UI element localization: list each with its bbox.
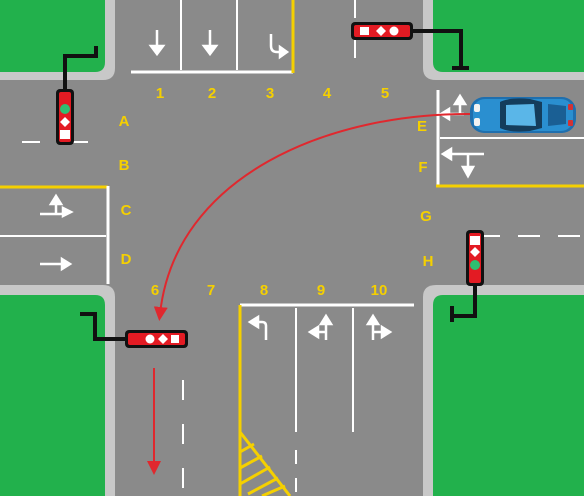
signal-pole: [63, 46, 98, 92]
arrow-straight-right-icon: [365, 313, 393, 340]
signal-pole: [80, 312, 126, 341]
lane-label-2: 2: [208, 85, 216, 102]
lane-label-1: 1: [156, 85, 164, 102]
turn-route-arrow: [153, 112, 475, 321]
arrow-left-turn-icon: [247, 314, 268, 340]
square-light-icon: [60, 130, 70, 139]
lane-label-4: 4: [323, 85, 332, 102]
west-lane-labels: A B C D: [119, 113, 132, 268]
yellow-hatched-area: [238, 431, 292, 498]
arrow-straight-left-icon: [307, 313, 334, 340]
grass-ne: [433, 0, 584, 72]
grass-sw: [0, 295, 105, 496]
lane-label-9: 9: [317, 282, 325, 299]
arrow-down-icon: [148, 30, 166, 57]
traffic-signal-se: [450, 230, 484, 322]
lane-label-G: G: [420, 208, 432, 225]
circle-light-icon: [389, 26, 399, 36]
traffic-signal-sw: [80, 312, 188, 348]
lane-label-6: 6: [151, 282, 159, 299]
north-lane-markings: [131, 0, 356, 74]
arrow-right-icon: [40, 256, 73, 272]
signal-pole: [452, 283, 477, 318]
south-lane-labels: 6 7 8 9 10: [151, 282, 388, 299]
lane-label-D: D: [121, 251, 132, 268]
lane-label-H: H: [423, 253, 434, 270]
arrow-down-icon: [201, 30, 219, 57]
arrow-uturn-right-icon: [269, 34, 290, 60]
square-light-icon: [470, 236, 480, 245]
traffic-signal-nw: [56, 46, 98, 145]
lane-label-3: 3: [266, 85, 274, 102]
lane-label-5: 5: [381, 85, 389, 102]
arrow-straight-left-right-icon: [40, 193, 74, 219]
lane-label-7: 7: [207, 282, 215, 299]
lane-label-F: F: [418, 159, 427, 176]
diamond-light-icon: [158, 334, 168, 344]
diamond-light-icon: [60, 117, 70, 127]
diamond-light-icon: [376, 26, 386, 36]
green-light-icon: [470, 260, 480, 270]
grass-nw: [0, 0, 105, 72]
arrow-left-right-icon: [440, 146, 484, 179]
east-lane-markings: [436, 90, 584, 237]
grass-se: [433, 295, 584, 496]
north-lane-labels: 1 2 3 4 5: [156, 85, 389, 102]
diamond-light-icon: [470, 247, 480, 257]
lane-label-A: A: [119, 113, 130, 130]
south-lane-markings: [182, 303, 414, 498]
lane-label-B: B: [119, 157, 130, 174]
lane-label-8: 8: [260, 282, 268, 299]
square-light-icon: [171, 335, 179, 343]
traffic-signal-ne: [351, 22, 469, 70]
circle-light-icon: [145, 334, 155, 344]
lane-label-E: E: [417, 118, 427, 135]
green-light-icon: [60, 104, 70, 114]
signal-pole: [410, 29, 463, 68]
lane-arrows: [40, 30, 484, 340]
square-light-icon: [360, 27, 369, 35]
lane-label-C: C: [121, 202, 132, 219]
east-lane-labels: E F G H: [417, 118, 433, 270]
lane-label-10: 10: [371, 282, 388, 299]
blue-car-icon: [470, 97, 576, 133]
